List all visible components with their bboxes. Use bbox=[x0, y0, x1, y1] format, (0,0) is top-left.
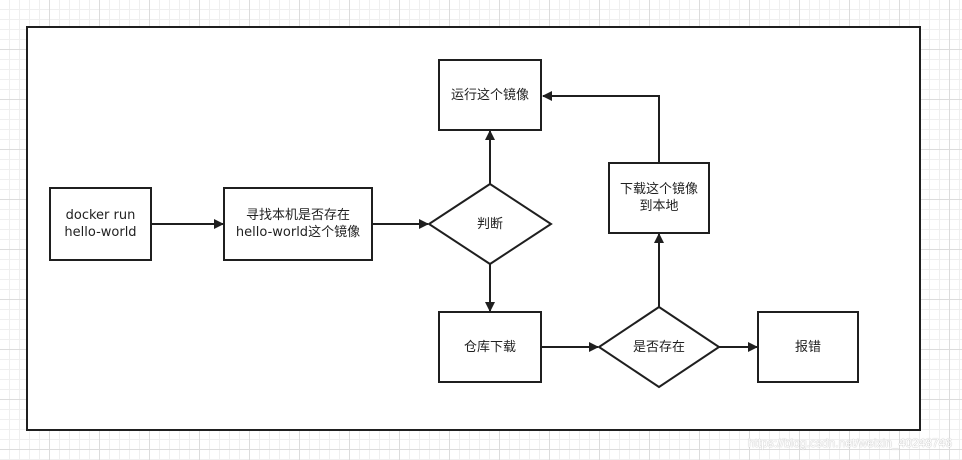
node-download-line1: 下载这个镜像 bbox=[619, 182, 698, 197]
node-exists-diamond bbox=[597, 305, 721, 389]
node-error-box bbox=[757, 311, 859, 383]
node-start-line1: docker run bbox=[65, 208, 136, 223]
node-judge-diamond bbox=[427, 182, 553, 266]
node-run: 运行这个镜像 bbox=[439, 60, 541, 130]
node-start-line2: hello-world bbox=[64, 225, 137, 240]
node-download-box bbox=[608, 162, 710, 234]
node-run-box bbox=[438, 59, 542, 131]
node-repo-box bbox=[438, 311, 542, 383]
node-judge-label: 判断 bbox=[476, 216, 503, 232]
node-search-line2: hello-world这个镜像 bbox=[235, 225, 361, 240]
node-download-line2: 到本地 bbox=[639, 199, 679, 214]
node-exists-label: 是否存在 bbox=[632, 339, 685, 355]
node-download: 下载这个镜像 到本地 bbox=[609, 163, 709, 233]
node-search-box bbox=[223, 187, 373, 261]
node-run-label: 运行这个镜像 bbox=[450, 87, 529, 103]
node-error-label: 报错 bbox=[794, 339, 821, 355]
node-exists: 是否存在 bbox=[599, 307, 719, 387]
node-start: docker run hello-world bbox=[50, 188, 151, 260]
node-repo-label: 仓库下载 bbox=[463, 339, 516, 355]
node-search-line1: 寻找本机是否存在 bbox=[245, 208, 350, 223]
node-start-box bbox=[49, 187, 152, 261]
watermark-text: https://blog.csdn.net/weixin_40248746 bbox=[747, 436, 952, 450]
node-search: 寻找本机是否存在 hello-world这个镜像 bbox=[224, 188, 372, 260]
node-judge: 判断 bbox=[429, 184, 551, 264]
edge-download-to-run bbox=[542, 91, 660, 162]
node-repo: 仓库下载 bbox=[439, 312, 541, 382]
node-error: 报错 bbox=[758, 312, 858, 382]
